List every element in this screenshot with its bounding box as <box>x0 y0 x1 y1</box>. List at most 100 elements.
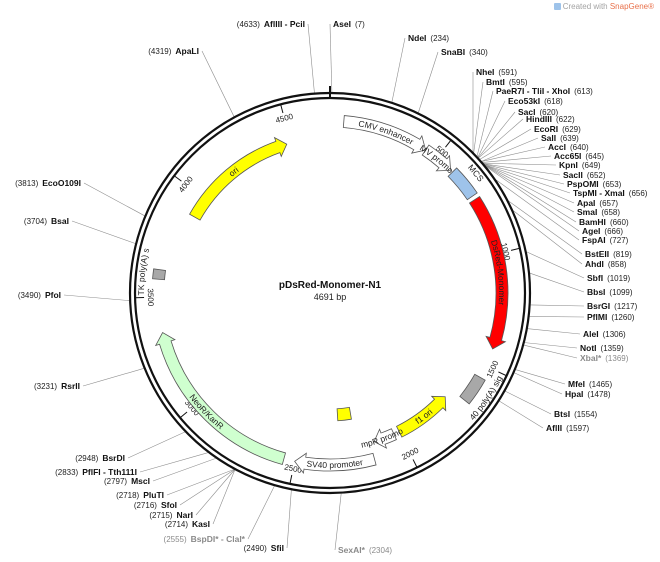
sv40-promoter-label: SV40 promoter <box>306 457 364 470</box>
site-pluti[interactable]: (2718)PluTI <box>116 490 164 500</box>
site-leader-line <box>334 493 342 551</box>
snapgene-logo-icon <box>553 3 561 10</box>
site-ecoo109i[interactable]: (3813)EcoO109I <box>15 178 81 188</box>
site-leader-line <box>483 162 557 166</box>
site-leader-line <box>476 90 494 157</box>
site-fspai[interactable]: FspAI(727) <box>582 235 629 245</box>
feature-sv40-promoter[interactable]: SV40 promoter <box>294 452 377 475</box>
site-nari[interactable]: (2715)NarI <box>149 510 193 520</box>
site-smai[interactable]: SmaI(658) <box>577 207 620 217</box>
site-apali[interactable]: (4319)ApaLI <box>148 46 199 56</box>
site-tspmi-xmai[interactable]: TspMI - XmaI(656) <box>573 188 648 198</box>
site-sali[interactable]: SalI(639) <box>541 133 579 143</box>
site-bsai[interactable]: (3704)BsaI <box>24 216 69 226</box>
feature-sv40-ori[interactable] <box>336 406 352 422</box>
site-pfoi[interactable]: (3490)PfoI <box>18 290 61 300</box>
feature-cmv-promoter[interactable]: CMV promoter <box>0 0 461 181</box>
feature-sv40-polya[interactable]: SV40 poly(A) signal <box>0 0 504 422</box>
f1-ori-arc <box>395 395 447 438</box>
site-leader-line <box>530 304 585 307</box>
tick-mark <box>445 139 452 148</box>
neo-kanr-arc <box>154 332 287 465</box>
site-leader-line <box>524 342 578 349</box>
site-msci[interactable]: (2797)MscI <box>104 476 150 486</box>
feature-dsred[interactable]: DsRed-Monomer <box>468 195 509 350</box>
tick-mark <box>289 474 293 484</box>
tick-mark <box>280 104 284 114</box>
site-ecori[interactable]: EcoRI(629) <box>534 124 581 134</box>
site-leader-line <box>307 23 315 93</box>
site-bsteii[interactable]: BstEII(819) <box>585 249 632 259</box>
site-pflmi[interactable]: PflMI(1260) <box>587 312 635 322</box>
feature-ori[interactable]: ori <box>189 136 288 221</box>
site-leader-line <box>481 137 539 162</box>
site-sbfi[interactable]: SbfI(1019) <box>587 273 631 283</box>
feature-neo-kanr[interactable]: NeoR/KanR <box>154 332 287 465</box>
sv40-promoter-arc <box>294 452 377 475</box>
sv40-ori-arc <box>336 406 352 422</box>
site-kasi[interactable]: (2714)KasI <box>165 519 210 529</box>
site-sexai-[interactable]: SexAI*(2304) <box>338 545 392 555</box>
site-leader-line <box>524 344 578 359</box>
site-kpni[interactable]: KpnI(649) <box>559 160 601 170</box>
site-ahdi[interactable]: AhdI(858) <box>585 259 627 269</box>
site-xbai-[interactable]: XbaI*(1369) <box>580 353 629 363</box>
site-sfii[interactable]: (2490)SfiI <box>244 543 284 553</box>
plasmid-size: 4691 bp <box>314 292 347 302</box>
site-rsrii[interactable]: (3231)RsrII <box>34 381 80 391</box>
site-bbsi[interactable]: BbsI(1099) <box>587 287 633 297</box>
site-btsi[interactable]: BtsI(1554) <box>554 409 598 419</box>
site-saci[interactable]: SacI(620) <box>518 107 559 117</box>
site-ndei[interactable]: NdeI(234) <box>408 33 449 43</box>
site-leader-line <box>514 372 563 395</box>
site-snabi[interactable]: SnaBI(340) <box>441 47 488 57</box>
site-asei[interactable]: AseI(7) <box>333 19 365 29</box>
site-bspdi-clai-[interactable]: (2555)BspDI* - ClaI* <box>164 534 246 544</box>
sv40-polya-label: SV40 poly(A) signal <box>0 0 504 422</box>
site-leader-line <box>391 37 406 102</box>
site-leader-line <box>505 390 552 415</box>
site-bsrdi[interactable]: (2948)BsrDI <box>75 453 125 463</box>
site-bamhi[interactable]: BamHI(660) <box>579 217 629 227</box>
site-sfoi[interactable]: (2716)SfoI <box>134 500 177 510</box>
site-leader-line <box>139 452 208 473</box>
site-alei[interactable]: AleI(1306) <box>583 329 626 339</box>
site-acc65i[interactable]: Acc65I(645) <box>554 151 604 161</box>
site-leader-line <box>329 23 333 93</box>
site-aflii[interactable]: AflII(1597) <box>546 423 590 433</box>
site-leader-line <box>529 316 585 318</box>
site-leader-line <box>526 251 585 279</box>
site-leader-line <box>513 210 583 265</box>
hsv-tk-polya-arc <box>152 268 166 281</box>
cmv-promoter-label: CMV promoter <box>0 0 461 181</box>
site-pflfi-tth111i[interactable]: (2833)PflFI - Tth111I <box>55 467 137 477</box>
site-sacii[interactable]: SacII(652) <box>563 170 606 180</box>
site-bmti[interactable]: BmtI(595) <box>486 77 528 87</box>
site-hindiii[interactable]: HindIII(622) <box>526 114 575 124</box>
feature-cmv-enhancer[interactable]: CMV enhancer <box>342 115 427 154</box>
site-eco53ki[interactable]: Eco53kI(618) <box>508 96 563 106</box>
site-mfei[interactable]: MfeI(1465) <box>568 379 612 389</box>
dsred-arc <box>468 195 509 350</box>
site-nhei[interactable]: NheI(591) <box>476 67 517 77</box>
feature-f1-ori[interactable]: f1 ori <box>395 395 447 438</box>
site-paer7i-tlii-xhoi[interactable]: PaeR7I - TliI - XhoI(613) <box>496 86 593 96</box>
site-pspomi[interactable]: PspOMI(653) <box>567 179 622 189</box>
tick-mark <box>179 411 188 419</box>
site-leader-line <box>166 469 234 496</box>
site-noti[interactable]: NotI(1359) <box>580 343 624 353</box>
site-hpai[interactable]: HpaI(1478) <box>565 389 611 399</box>
site-apai[interactable]: ApaI(657) <box>577 198 618 208</box>
site-acci[interactable]: AccI(640) <box>548 142 589 152</box>
snapgene-credit: Created with SnapGene® <box>553 2 654 11</box>
site-leader-line <box>485 165 577 223</box>
ampr-promoter-arc <box>373 428 397 449</box>
site-leader-line <box>82 368 144 387</box>
site-bsrgi[interactable]: BsrGI(1217) <box>587 301 638 311</box>
site-agei[interactable]: AgeI(666) <box>582 226 623 236</box>
mcs-arc <box>447 167 478 201</box>
feature-hsv-tk-polya[interactable]: HSV TK poly(A) signal <box>0 0 166 298</box>
site-afliii-pcii[interactable]: (4633)AflIII - PciI <box>237 19 305 29</box>
